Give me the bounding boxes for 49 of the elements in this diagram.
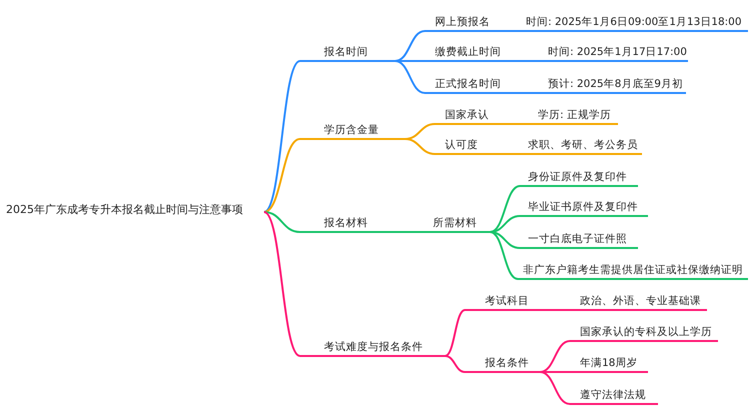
branch-line <box>500 123 530 125</box>
branch-line <box>395 60 425 62</box>
topic-label: 国家承认的专科及以上学历 <box>570 324 718 342</box>
topic-label: 网上预报名 <box>425 14 505 32</box>
topic-label: 预计: 2025年8月底至9月初 <box>540 76 686 94</box>
topic-label: 非广东户籍考生需提供居住证或社保缴纳证明 <box>518 262 748 280</box>
branch-line <box>395 231 425 233</box>
topic-label: 报名材料 <box>300 215 395 233</box>
branch-line <box>490 185 520 233</box>
branch-line <box>507 60 540 62</box>
topic-label: 正式报名时间 <box>425 76 507 94</box>
branch-line <box>540 340 570 373</box>
topic-label: 一寸白底电子证件照 <box>520 231 638 249</box>
topic-label: 毕业证书原件及复印件 <box>520 199 648 217</box>
branch-line <box>444 355 466 373</box>
branch-line <box>404 138 436 155</box>
branch-line <box>394 30 426 62</box>
branch-line <box>495 153 520 155</box>
branch-line <box>264 138 300 213</box>
branch-line <box>490 231 518 280</box>
topic-label: 考试科目 <box>465 293 540 311</box>
branch-line <box>507 92 540 94</box>
topic-label: 学历含金量 <box>300 122 405 140</box>
topic-label: 时间: 2025年1月6日09:00至1月13日18:00 <box>522 14 748 32</box>
topic-label: 所需材料 <box>425 215 490 233</box>
topic-label: 遵守法律法规 <box>570 387 658 405</box>
branch-line <box>394 60 426 94</box>
topic-label: 报名时间 <box>300 44 395 62</box>
topic-label: 缴费截止时间 <box>425 44 507 62</box>
topic-label: 学历: 正规学历 <box>530 107 618 125</box>
branch-line <box>263 211 301 357</box>
branch-line <box>490 231 520 249</box>
topic-label: 政治、外语、专业基础课 <box>570 293 707 311</box>
topic-label: 时间: 2025年1月17日17:00 <box>540 44 688 62</box>
branch-line <box>263 60 301 213</box>
topic-label: 报名条件 <box>465 355 540 373</box>
branch-line <box>264 211 300 233</box>
branch-line <box>444 309 466 357</box>
topic-label: 求职、考研、考公务员 <box>520 137 642 155</box>
branch-line <box>540 371 570 373</box>
branch-line <box>505 30 522 32</box>
topic-label: 国家承认 <box>435 107 500 125</box>
branch-line <box>540 309 570 311</box>
topic-label: 身份证原件及复印件 <box>520 169 638 187</box>
branch-line <box>540 371 570 405</box>
topic-label: 年满18周岁 <box>570 355 648 373</box>
root-topic: 2025年广东成考专升本报名截止时间与注意事项 <box>6 202 264 220</box>
topic-label: 考试难度与报名条件 <box>300 339 445 357</box>
topic-label: 认可度 <box>435 137 495 155</box>
